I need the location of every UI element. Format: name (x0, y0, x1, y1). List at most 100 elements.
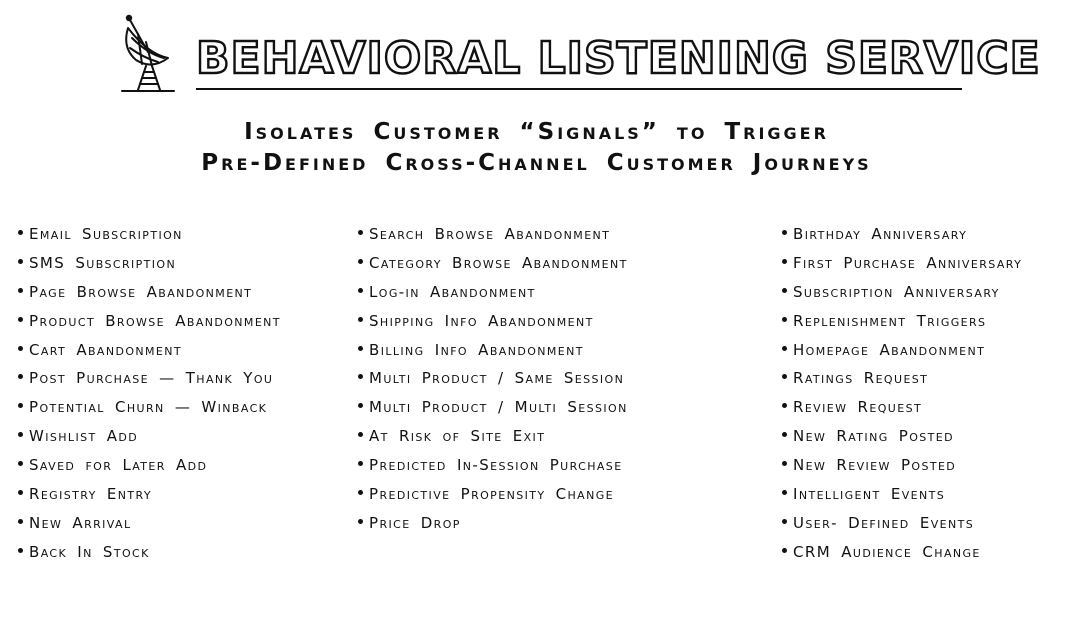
list-item-label: SMS Subscription (29, 253, 177, 272)
list-item: Multi Product / Multi Session (358, 393, 628, 422)
list-item-label: Category Browse Abandonment (369, 253, 628, 272)
list-item-label: Email Subscription (29, 225, 183, 243)
list-item-label: Predictive Propensity Change (369, 485, 615, 504)
list-item-label: Homepage Abandonment (793, 340, 986, 359)
bullet-icon (358, 461, 363, 467)
list-item: User- Defined Events (782, 509, 1022, 538)
bullet-icon (358, 490, 363, 496)
list-item: Wishlist Add (18, 422, 281, 451)
list-item: Post Purchase — Thank You (18, 364, 281, 393)
list-item: Predictive Propensity Change (358, 480, 628, 509)
list-item-label: Search Browse Abandonment (369, 225, 611, 243)
bullet-icon (18, 258, 23, 264)
list-item: At Risk of Site Exit (358, 422, 628, 451)
list-item: Birthday Anniversary (782, 220, 1022, 249)
list-item-label: New Rating Posted (793, 427, 955, 446)
bullet-icon (18, 461, 23, 467)
bullet-icon (782, 403, 787, 409)
list-item-label: Potential Churn — Winback (29, 398, 268, 417)
list-item-label: Ratings Request (793, 369, 929, 388)
list-item: First Purchase Anniversary (782, 249, 1022, 278)
bullet-icon (18, 287, 23, 293)
bullet-icon (358, 345, 363, 351)
list-item-label: Product Browse Abandonment (29, 311, 281, 330)
list-item-label: User- Defined Events (793, 513, 975, 532)
list-item-label: Saved for Later Add (29, 456, 208, 475)
list-item: Predicted In-Session Purchase (358, 451, 628, 480)
bullet-icon (18, 230, 23, 235)
bullet-icon (18, 403, 23, 409)
list-item-label: Subscription Anniversary (793, 282, 1000, 301)
list-item-label: CRM Audience Change (793, 542, 981, 561)
bullet-icon (782, 547, 787, 553)
list-item-label: New Arrival (29, 513, 132, 532)
list-item-label: Multi Product / Multi Session (369, 398, 628, 417)
list-item-label: Page Browse Abandonment (29, 282, 253, 301)
subtitle-line-1: Isolates Customer “Signals” to Trigger (244, 119, 829, 145)
bullet-icon (782, 230, 787, 235)
list-item: Saved for Later Add (18, 451, 281, 480)
list-item-label: Predicted In-Session Purchase (369, 456, 623, 475)
bullet-icon (782, 518, 787, 524)
bullet-icon (358, 287, 363, 293)
list-item-label: Shipping Info Abandonment (369, 311, 594, 330)
list-item-label: Wishlist Add (29, 427, 139, 446)
list-item: CRM Audience Change (782, 538, 1022, 567)
bullet-icon (358, 258, 363, 264)
list-item: Subscription Anniversary (782, 278, 1022, 307)
list-item: Email Subscription (18, 220, 281, 249)
bullet-icon (18, 490, 23, 496)
bullet-icon (18, 374, 23, 380)
list-item: Billing Info Abandonment (358, 336, 628, 365)
list-item-label: First Purchase Anniversary (793, 253, 1023, 272)
list-item: Ratings Request (782, 364, 1022, 393)
list-item: Search Browse Abandonment (358, 220, 628, 249)
bullet-icon (782, 316, 787, 322)
bullet-icon (358, 316, 363, 322)
list-item-label: Birthday Anniversary (793, 225, 968, 243)
title-underline (196, 88, 962, 90)
bullet-icon (18, 316, 23, 322)
bullet-icon (358, 374, 363, 380)
bullet-icon (18, 345, 23, 351)
subtitle-line-2: Pre-Defined Cross-Channel Customer Journ… (201, 150, 872, 176)
list-item-label: Back In Stock (29, 542, 150, 561)
list-item-label: Price Drop (369, 513, 461, 532)
list-item: Price Drop (358, 509, 628, 538)
bullet-icon (358, 518, 363, 524)
list-item: New Rating Posted (782, 422, 1022, 451)
bullet-icon (782, 490, 787, 496)
list-item: Log-in Abandonment (358, 278, 628, 307)
bullet-icon (358, 432, 363, 438)
bullet-icon (18, 432, 23, 438)
bullet-icon (782, 374, 787, 380)
list-item-label: Billing Info Abandonment (369, 340, 584, 359)
header: BEHAVIORAL LISTENING SERVICE (118, 14, 1041, 94)
list-item-label: Post Purchase — Thank You (29, 369, 274, 388)
list-item: Cart Abandonment (18, 336, 281, 365)
list-item: Category Browse Abandonment (358, 249, 628, 278)
list-item: Product Browse Abandonment (18, 307, 281, 336)
list-item: New Review Posted (782, 451, 1022, 480)
list-item: Back In Stock (18, 538, 281, 567)
list-item: Homepage Abandonment (782, 336, 1022, 365)
page-title: BEHAVIORAL LISTENING SERVICE (195, 32, 1041, 84)
list-item-label: Multi Product / Same Session (369, 369, 625, 388)
satellite-dish-icon (121, 14, 175, 92)
list-item-label: Log-in Abandonment (369, 282, 536, 301)
list-item: Registry Entry (18, 480, 281, 509)
bullet-icon (782, 461, 787, 467)
bullet-icon (358, 230, 363, 235)
list-item: Potential Churn — Winback (18, 393, 281, 422)
list-item-label: Cart Abandonment (29, 340, 183, 359)
list-item-label: Replenishment Triggers (793, 311, 987, 330)
list-item: Review Request (782, 393, 1022, 422)
bullet-icon (18, 518, 23, 524)
list-item: SMS Subscription (18, 249, 281, 278)
bullet-icon (782, 258, 787, 264)
list-item-label: Intelligent Events (793, 485, 946, 504)
list-item: Intelligent Events (782, 480, 1022, 509)
